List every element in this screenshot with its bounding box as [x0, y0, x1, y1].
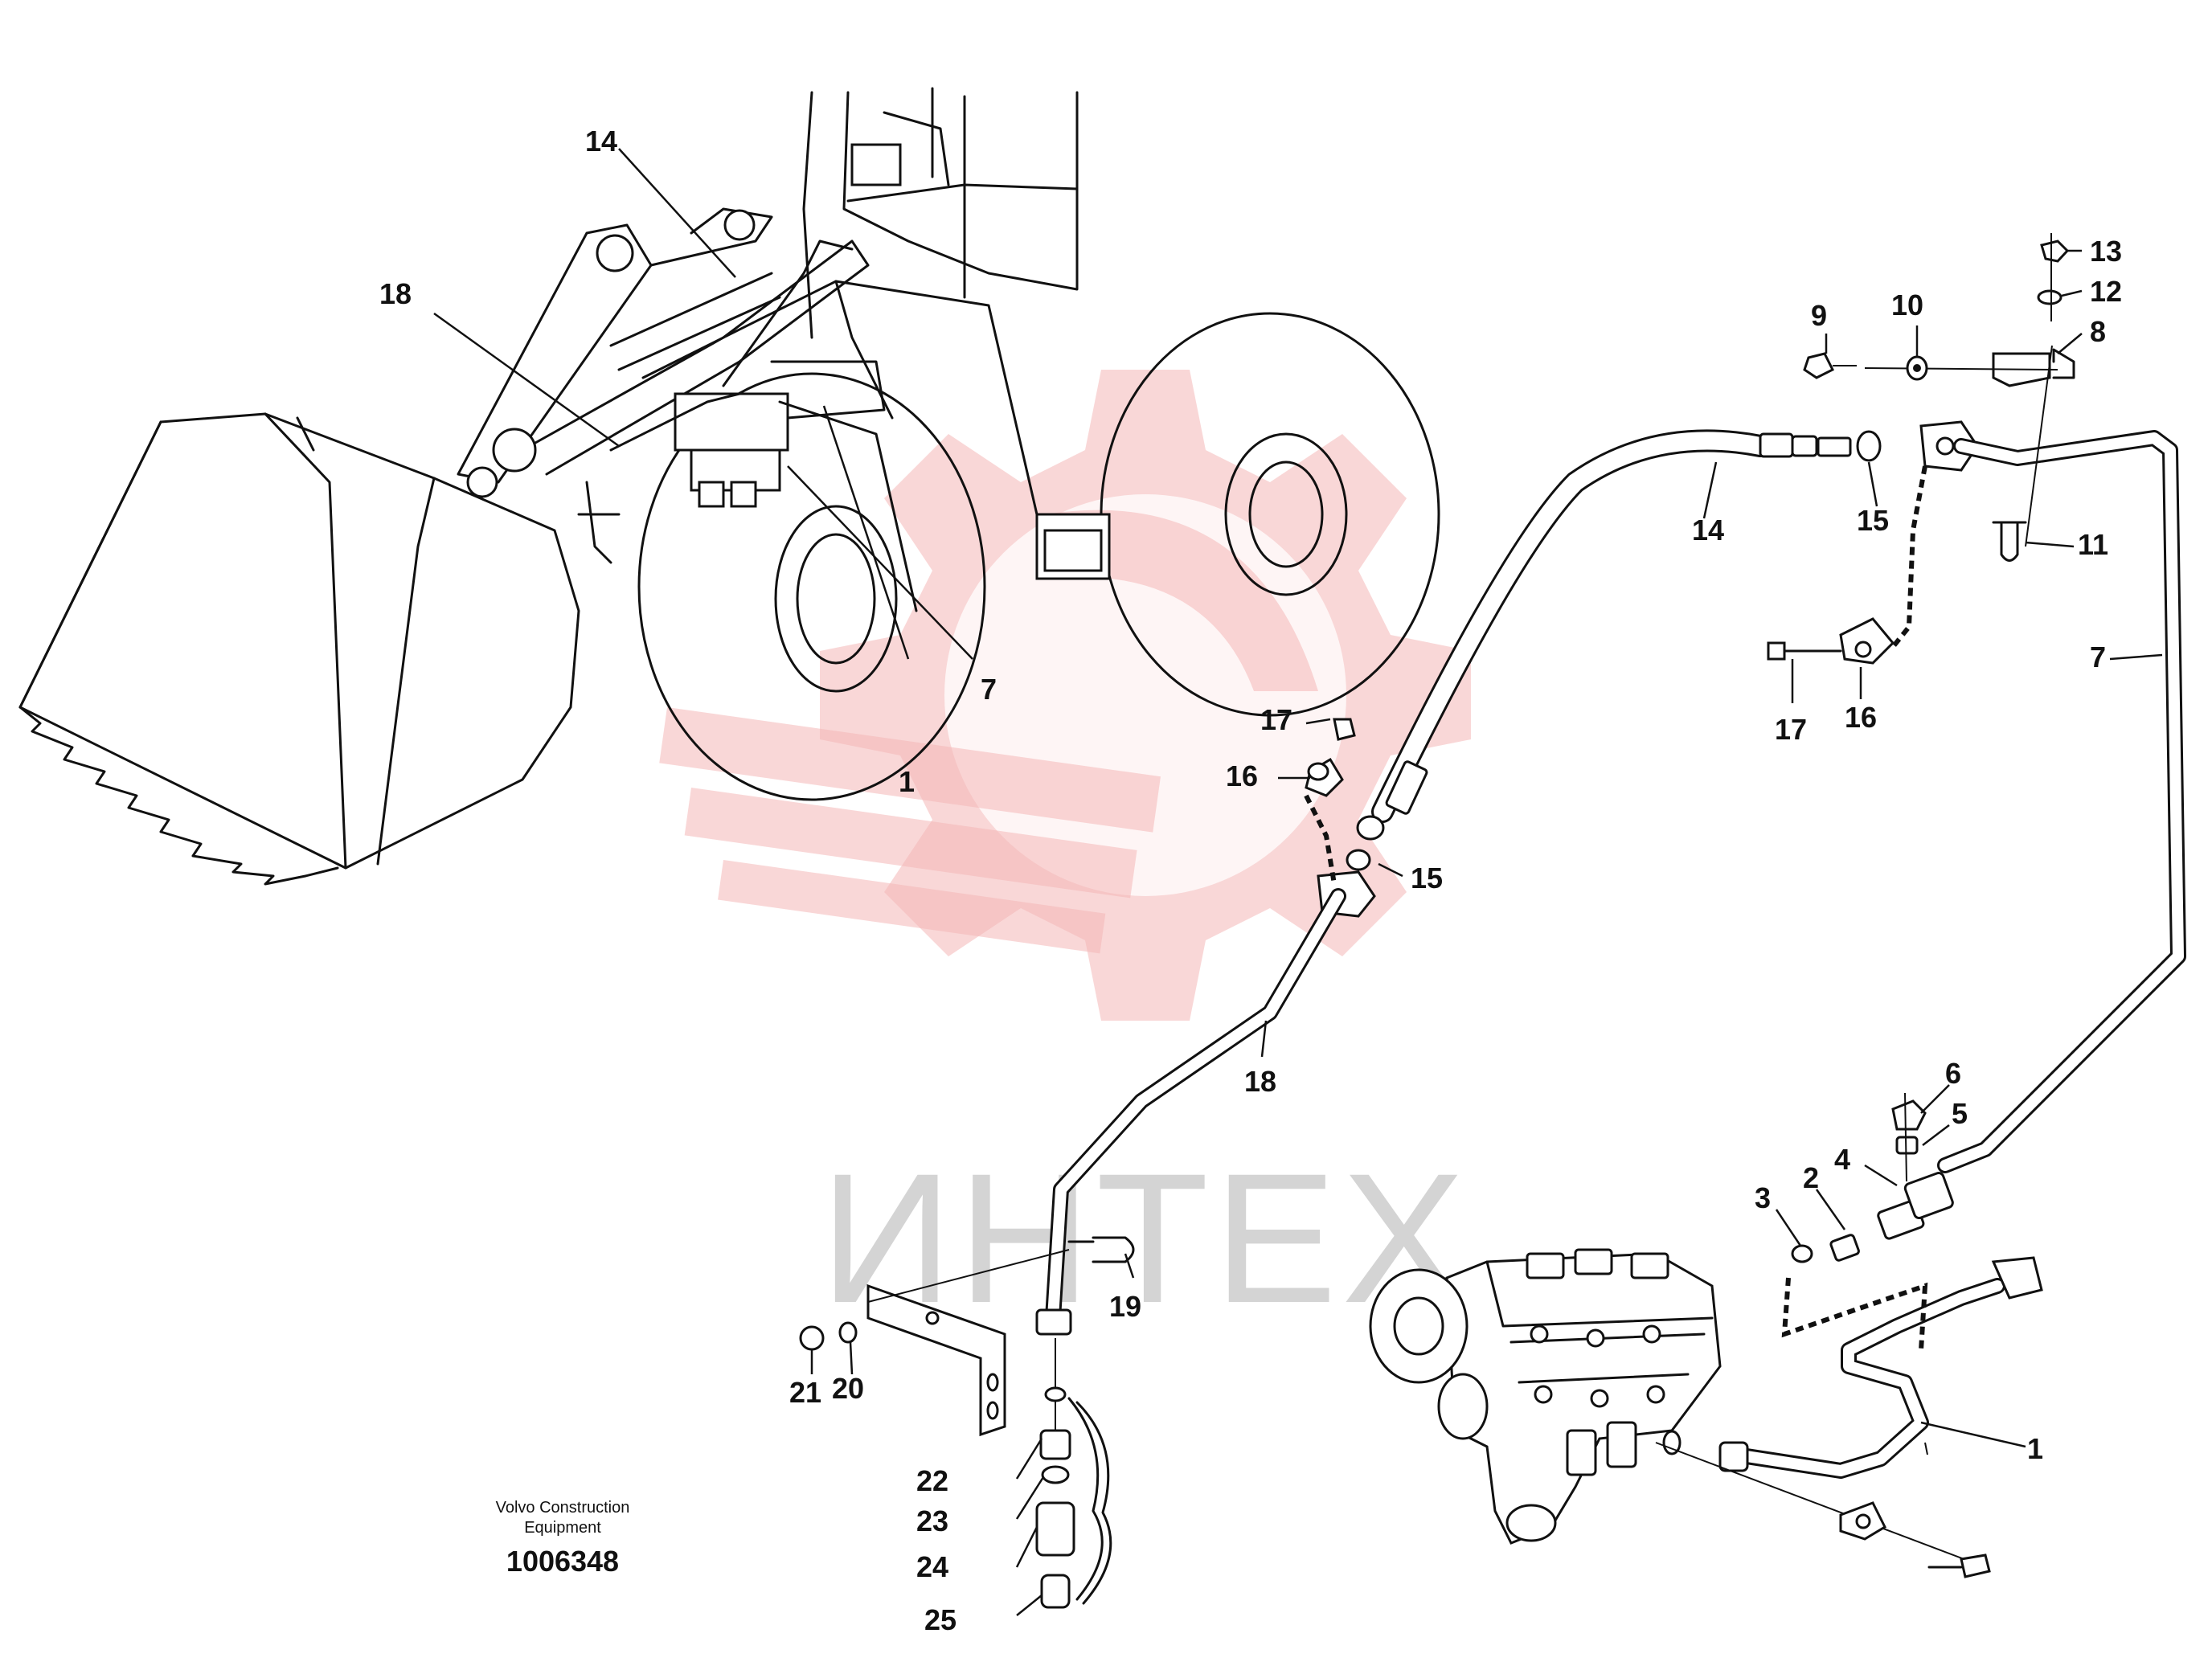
callout-2: 2: [1803, 1161, 1819, 1194]
callout-8: 8: [2090, 315, 2106, 348]
callout-21: 21: [789, 1376, 821, 1409]
callout-1: 1: [2027, 1432, 2043, 1465]
control-valve-block: [1369, 1248, 1722, 1545]
callout-23: 23: [916, 1504, 948, 1537]
diagram-leader-lines: [810, 249, 2163, 1616]
callout-10: 10: [1891, 289, 1923, 321]
callout-22: 22: [916, 1464, 948, 1497]
footer: Volvo Construction Equipment 1006348: [496, 1499, 630, 1578]
callout-15-top: 15: [1857, 504, 1889, 537]
callout-14: 14: [1692, 514, 1724, 546]
callout-13: 13: [2090, 235, 2122, 268]
callout-7: 7: [2090, 641, 2106, 673]
callout-4: 4: [1834, 1143, 1850, 1176]
callout-6: 6: [1945, 1057, 1961, 1090]
footer-company: Volvo Construction: [496, 1499, 630, 1517]
callout-16-left: 16: [1226, 759, 1258, 792]
drawing-number: 1006348: [506, 1545, 619, 1578]
callout-19: 19: [1109, 1290, 1141, 1323]
footer-division: Equipment: [524, 1519, 601, 1537]
callout-7-loader: 7: [981, 673, 997, 706]
loader-leader-lines: [433, 148, 973, 660]
callout-17-left: 17: [1260, 703, 1292, 736]
pipe-system: [799, 233, 2186, 1609]
callout-18: 18: [1244, 1065, 1276, 1098]
watermark-logo: [659, 370, 1471, 1021]
callout-16-right: 16: [1845, 701, 1877, 734]
callout-5: 5: [1952, 1097, 1968, 1130]
callout-14-loader: 14: [585, 125, 617, 158]
callout-1-loader: 1: [899, 765, 915, 798]
callout-12: 12: [2090, 275, 2122, 308]
callout-18-loader: 18: [379, 277, 412, 310]
callout-11: 11: [2078, 528, 2108, 561]
callout-25: 25: [924, 1603, 956, 1636]
callout-17-right: 17: [1775, 713, 1807, 746]
callout-3: 3: [1755, 1181, 1771, 1214]
callout-9: 9: [1811, 299, 1827, 332]
callout-20: 20: [832, 1372, 864, 1405]
callout-24: 24: [916, 1550, 948, 1583]
callout-numbers: 14 18 1 7 13 12 9 10 8 14 15 11 7 17 16 …: [379, 125, 2122, 1636]
callout-15-mid: 15: [1411, 862, 1443, 894]
wheel-loader-illustration: [18, 87, 1440, 886]
